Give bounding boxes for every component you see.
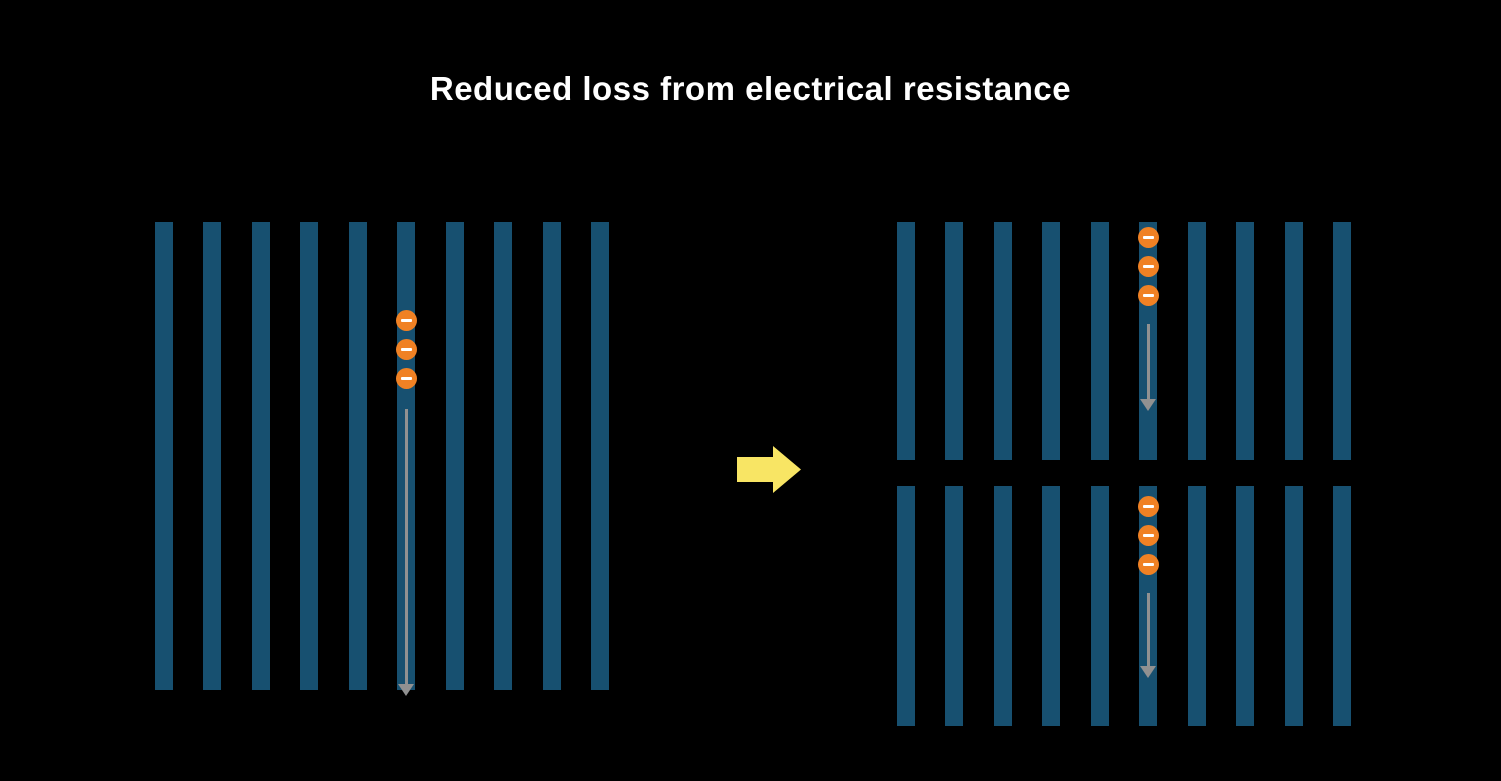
- arrow-head-icon: [1140, 399, 1157, 411]
- conductor-bar: [1332, 222, 1351, 460]
- electron-icon: [1137, 525, 1159, 546]
- minus-icon: [400, 319, 412, 322]
- conductor-bar: [1042, 486, 1061, 726]
- minus-icon: [1142, 563, 1154, 566]
- conductor-bar: [1090, 486, 1109, 726]
- minus-icon: [1142, 534, 1154, 537]
- electron-icon: [395, 310, 417, 331]
- down-arrow-icon: [1140, 324, 1157, 411]
- electron-flow: [395, 310, 417, 696]
- electron-icon: [395, 368, 417, 389]
- conductor-bar: [1284, 222, 1303, 460]
- electron-icon: [1137, 285, 1159, 306]
- conductor-bar: [945, 222, 964, 460]
- electron-flow: [1137, 227, 1159, 411]
- full-cell-panel: [155, 222, 609, 696]
- conductor-bar: [993, 222, 1012, 460]
- conductor-bar: [1236, 222, 1255, 460]
- minus-icon: [1142, 265, 1154, 268]
- minus-icon: [400, 348, 412, 351]
- conductor-bar: [897, 486, 915, 726]
- conductor-bar: [993, 486, 1012, 726]
- minus-icon: [1142, 505, 1154, 508]
- down-arrow-icon: [398, 409, 415, 696]
- conductor-bar: [1236, 486, 1255, 726]
- electron-icon: [1137, 227, 1159, 248]
- conductor-bar: [1090, 222, 1109, 460]
- minus-icon: [1142, 294, 1154, 297]
- conductor-bar: [348, 222, 367, 690]
- minus-icon: [400, 377, 412, 380]
- electron-flow: [1137, 496, 1159, 678]
- half-cell-top-panel: [897, 222, 1351, 460]
- minus-icon: [1142, 236, 1154, 239]
- arrow-head-icon: [398, 684, 415, 696]
- conductor-bar: [897, 222, 915, 460]
- diagram-title: Reduced loss from electrical resistance: [429, 70, 1072, 107]
- conductor-bar: [1284, 486, 1303, 726]
- conductor-bar: [494, 222, 513, 690]
- conductor-bar: [251, 222, 270, 690]
- half-cell-bottom-panel: [897, 486, 1351, 726]
- conductor-bar: [155, 222, 173, 690]
- conductor-bar: [1332, 486, 1351, 726]
- conductor-bar: [1187, 222, 1206, 460]
- down-arrow-icon: [1140, 593, 1157, 678]
- electron-icon: [1137, 554, 1159, 575]
- conductor-bar: [945, 486, 964, 726]
- conductor-bar: [1042, 222, 1061, 460]
- conductor-bar: [203, 222, 222, 690]
- arrow-head-icon: [1140, 666, 1157, 678]
- electron-icon: [395, 339, 417, 360]
- conductor-bar: [542, 222, 561, 690]
- conductor-bar: [1187, 486, 1206, 726]
- electron-icon: [1137, 496, 1159, 517]
- conductor-bar: [590, 222, 609, 690]
- electron-icon: [1137, 256, 1159, 277]
- conductor-bar: [445, 222, 464, 690]
- conductor-bar: [300, 222, 319, 690]
- right-arrow-icon: [737, 446, 801, 493]
